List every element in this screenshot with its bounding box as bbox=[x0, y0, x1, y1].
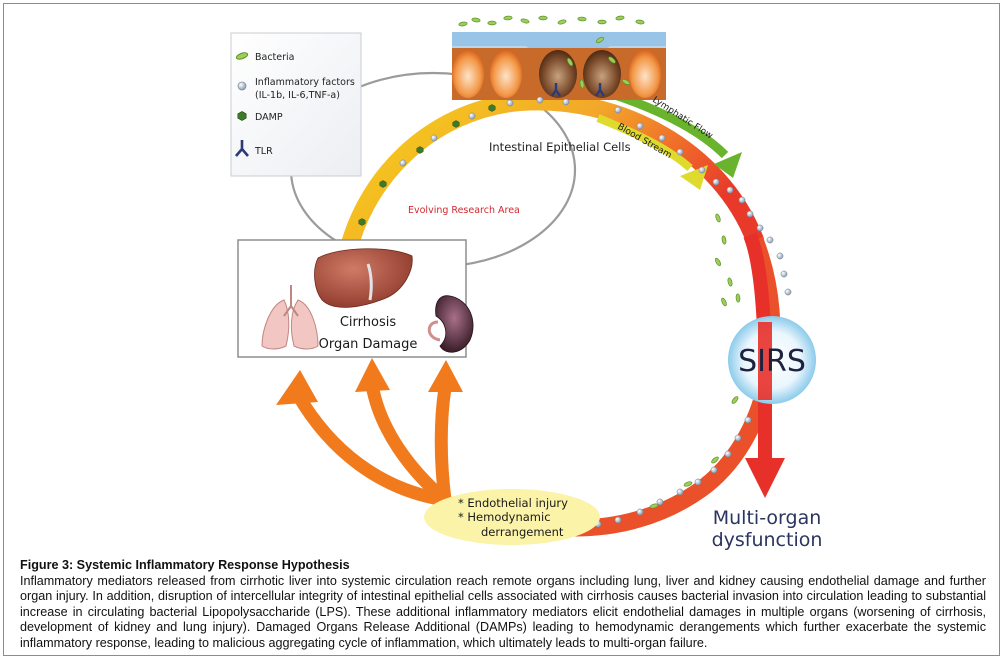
sirs-arrow-pass bbox=[758, 322, 772, 400]
organ-damage-arrows bbox=[291, 378, 452, 507]
derrangement-label: derrangement bbox=[481, 525, 564, 539]
circulation-ring-right bbox=[574, 236, 781, 537]
evolving-research-label: Evolving Research Area bbox=[408, 205, 520, 216]
kidney-icon bbox=[427, 295, 474, 353]
legend-box: Bacteria Inflammatory factors (IL-1b, IL… bbox=[230, 32, 362, 177]
damp-icon bbox=[237, 111, 247, 121]
intestinal-epithelium bbox=[452, 32, 666, 100]
inflammatory-factor-icon bbox=[237, 81, 247, 91]
legend-inflammatory-label: Inflammatory factors bbox=[255, 77, 355, 88]
caption-title: Figure 3: Systemic Inflammatory Response… bbox=[20, 558, 350, 572]
tlr-icon bbox=[235, 140, 249, 157]
intestinal-cells-label: Intestinal Epithelial Cells bbox=[489, 140, 631, 154]
legend-bacteria-label: Bacteria bbox=[255, 52, 295, 63]
multi-organ-label-line1: Multi-organ bbox=[713, 507, 822, 529]
arrow-head-liver bbox=[355, 358, 390, 392]
lungs-icon bbox=[261, 285, 319, 350]
caption-body: Inflammatory mediators released from cir… bbox=[20, 573, 986, 650]
arrow-head-kidney bbox=[428, 360, 463, 392]
liver-icon bbox=[314, 248, 413, 308]
arrow-head-lung bbox=[276, 370, 318, 405]
sirs-label: SIRS bbox=[738, 344, 806, 379]
blood-stream-arrow bbox=[596, 114, 693, 171]
figure-caption: Figure 3: Systemic Inflammatory Response… bbox=[20, 558, 986, 652]
legend-tlr-label: TLR bbox=[254, 146, 273, 157]
injury-ellipse bbox=[424, 489, 600, 545]
red-arrow-head bbox=[745, 458, 785, 498]
organ-damage-label: Organ Damage bbox=[319, 337, 418, 352]
cirrhosis-label: Cirrhosis bbox=[340, 315, 396, 330]
legend-damp-label: DAMP bbox=[255, 112, 283, 123]
lymphatic-arrow-head bbox=[714, 152, 742, 178]
hemodynamic-label: * Hemodynamic bbox=[458, 510, 551, 524]
organ-damage-panel: Cirrhosis Organ Damage bbox=[237, 239, 474, 358]
endothelial-injury-label: * Endothelial injury bbox=[458, 496, 568, 510]
legend-inflammatory-sublabel: (IL-1b, IL-6,TNF-a) bbox=[255, 90, 340, 101]
multi-organ-label-line2: dysfunction bbox=[712, 529, 823, 551]
